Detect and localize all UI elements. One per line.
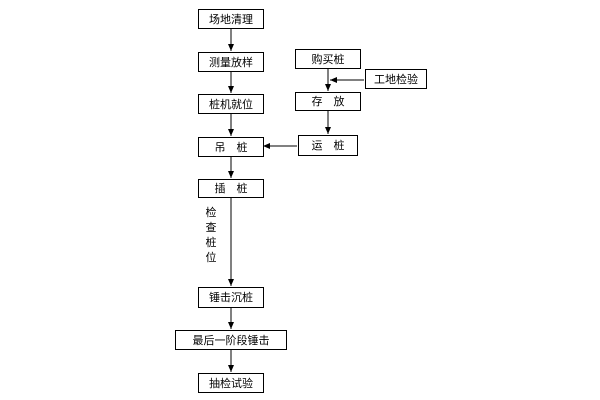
node-storage: 存 放: [295, 92, 361, 111]
node-final-stage-hammering: 最后一阶段锤击: [175, 330, 287, 350]
node-site-inspection: 工地检验: [365, 69, 427, 89]
node-sampling-test: 抽检试验: [198, 373, 264, 393]
node-survey-layout: 测量放样: [198, 52, 264, 72]
node-transport: 运 桩: [298, 135, 358, 156]
check-pile-position-label: 检查桩位: [205, 206, 217, 264]
node-pile-machine-positioning: 桩机就位: [198, 94, 264, 114]
node-hammer-sink-pile: 锤击沉桩: [198, 287, 264, 308]
node-lift-pile: 吊 桩: [198, 137, 264, 157]
node-site-clearing: 场地清理: [198, 9, 264, 29]
node-insert-pile: 插 桩: [198, 179, 264, 198]
node-purchase-pile: 购买桩: [295, 49, 361, 69]
